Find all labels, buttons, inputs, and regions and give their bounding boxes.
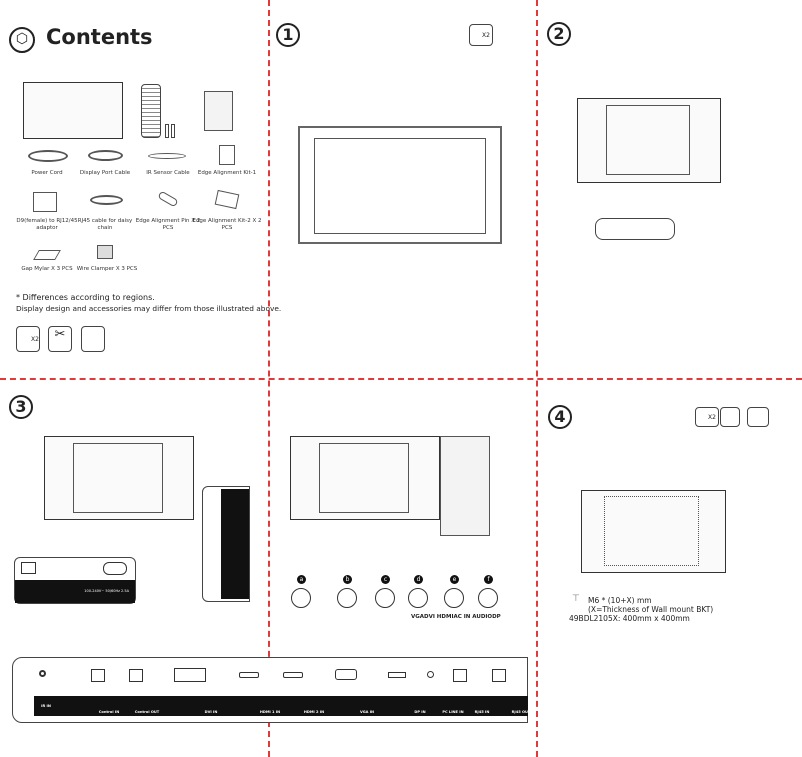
hdmi-port-icon: [283, 672, 303, 678]
page-title: Contents: [46, 25, 153, 49]
drill-icon: [747, 407, 769, 427]
port-label: RJ45 IN: [474, 710, 490, 714]
item-label: Edge Alignment Kit-1: [197, 170, 257, 176]
port-label: IR IN: [41, 704, 51, 708]
remote-icon: [141, 84, 161, 138]
port-label: Control IN: [98, 710, 120, 714]
cable-letter: a: [297, 575, 306, 584]
battery-icon: [171, 124, 175, 138]
step-number: 4: [548, 405, 572, 429]
ir-jack-icon: [39, 670, 46, 677]
display-rear: [577, 98, 721, 183]
step-number: 3: [9, 395, 33, 419]
person-count: X2: [708, 414, 716, 421]
hdmi-port-icon: [239, 672, 259, 678]
battery-icon: [165, 124, 169, 138]
keypad-callout: [595, 218, 675, 240]
dvi-port-icon: [174, 668, 206, 682]
gap-mylar-icon: [33, 250, 61, 260]
item-label: Wire Clamper X 3 PCS: [76, 266, 138, 272]
side-panel-callout: [202, 486, 250, 602]
audio-jack-icon: [427, 671, 434, 678]
scissors-icon: ✂: [48, 326, 72, 352]
note: * Differences according to regions.: [16, 293, 155, 302]
rj45-port-icon: [453, 669, 467, 682]
power-rating: 100-240V~ 50/60Hz 2.5A: [15, 580, 135, 603]
display-in-packaging: [298, 126, 502, 244]
person-count: X2: [31, 336, 39, 343]
rj45-port-icon: [492, 669, 506, 682]
cable-letter: d: [414, 575, 423, 584]
screw-note: (X=Thickness of Wall mount BKT): [588, 605, 714, 614]
note: Display design and accessories may diffe…: [16, 304, 282, 313]
cable-letter: f: [484, 575, 493, 584]
item-label: RJ45 cable for daisy chain: [77, 218, 133, 231]
mount-spec: 49BDL2105X: 400mm x 400mm: [569, 614, 690, 623]
person-icon: X2: [16, 326, 40, 352]
port-label: HDMI 1 IN: [259, 710, 281, 714]
rj45-plug-icon: [337, 588, 357, 608]
manual-icon: [204, 91, 233, 131]
screw-spec: M6 * (10+X) mm: [588, 596, 652, 605]
adaptor-icon: [33, 192, 57, 212]
ir-cable-icon: [148, 153, 186, 159]
divider: [0, 378, 802, 380]
item-label: Power Cord: [31, 170, 63, 176]
screw-icon: ⊤: [572, 594, 580, 604]
port-label: RJ45 OUT: [511, 710, 531, 714]
hdmi-plug-icon: [375, 588, 395, 608]
power-switch-icon: [21, 562, 36, 574]
rj45-cable-icon: [90, 195, 123, 205]
port-label: HDMI 2 IN: [303, 710, 325, 714]
vga-plug-icon: [408, 588, 428, 608]
item-label: IR Sensor Cable: [146, 170, 190, 176]
person-count: X2: [482, 32, 490, 39]
box-icon: ⬡: [9, 27, 35, 53]
pc-illustration: [440, 436, 490, 536]
cable-letter: b: [343, 575, 352, 584]
screwdriver-icon: [720, 407, 740, 427]
item-label: D9(female) to RJ12/45 adaptor: [16, 218, 78, 231]
step-number: 1: [276, 23, 300, 47]
display-rear: [581, 490, 726, 573]
edge-kit-2-icon: [214, 189, 240, 210]
port-label: DVI IN: [204, 710, 218, 714]
item-label: Gap Mylar X 3 PCS: [21, 266, 73, 272]
cable-letter: c: [381, 575, 390, 584]
power-cord-icon: [28, 150, 68, 162]
dp-plug-icon: [444, 588, 464, 608]
item-label: Display Port Cable: [79, 170, 131, 176]
display-illustration: [23, 82, 123, 139]
item-label: Edge Alignment Pin X 2 PCS: [135, 218, 201, 231]
power-callout: 100-240V~ 50/60Hz 2.5A: [14, 557, 136, 604]
cable-legend: VGADVI HDMIAC IN AUDIODP: [411, 614, 501, 620]
wire-clamper-icon: [97, 245, 113, 259]
person-icon: X2: [469, 24, 493, 46]
ac-inlet-icon: [103, 562, 127, 575]
pin-icon: [157, 190, 179, 208]
port-label: Control OUT: [134, 710, 160, 714]
dp-port-icon: [388, 672, 406, 678]
port-label-strip: IR IN Control IN Control OUT DVI IN HDMI…: [34, 696, 530, 716]
power-plug-icon: [291, 588, 311, 608]
screwdriver-icon: [81, 326, 105, 352]
person-icon: X2: [695, 407, 719, 427]
rj45-port-icon: [91, 669, 105, 682]
audio-plug-icon: [478, 588, 498, 608]
edge-kit-icon: [219, 145, 235, 165]
port-label: VGA IN: [359, 710, 375, 714]
port-label: DP IN: [414, 710, 426, 714]
vga-port-icon: [335, 669, 357, 680]
step-number: 2: [547, 22, 571, 46]
port-label: PC LINE IN: [442, 710, 464, 714]
item-label: Edge Alignment Kit-2 X 2 PCS: [192, 218, 262, 231]
display-rear: [44, 436, 194, 520]
cable-letter: e: [450, 575, 459, 584]
display-rear: [290, 436, 440, 520]
dp-cable-icon: [88, 150, 123, 161]
rj45-port-icon: [129, 669, 143, 682]
